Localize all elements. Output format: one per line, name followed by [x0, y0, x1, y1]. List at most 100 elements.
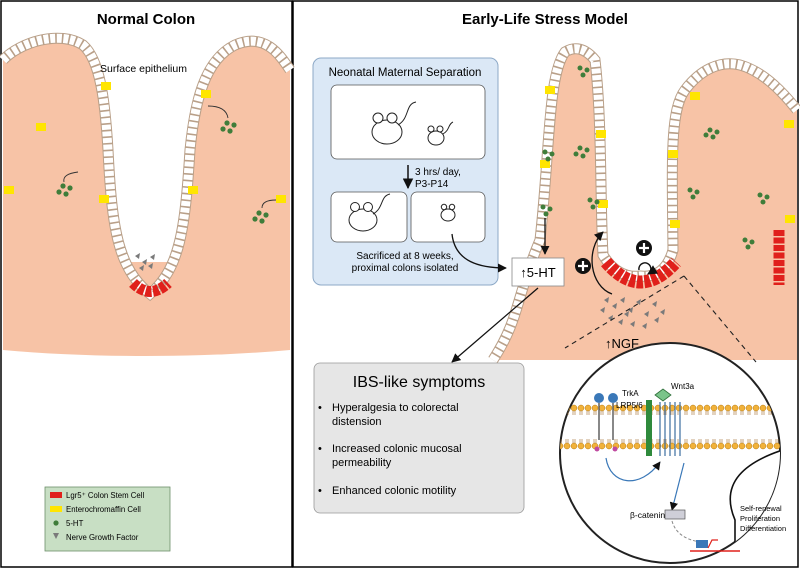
enterochromaffin-cell — [4, 186, 14, 194]
bullet-marker: • — [318, 402, 322, 414]
lipid-head — [619, 442, 627, 450]
lipid-tail — [705, 411, 709, 415]
wnt-to-catenin-arrow — [669, 462, 685, 511]
5ht-granules — [56, 120, 269, 224]
lipid-head — [738, 404, 746, 412]
lipid-tail — [705, 439, 709, 443]
lipid-tail — [670, 439, 674, 443]
lipid-tail — [712, 411, 716, 415]
lipid-tail — [775, 411, 779, 415]
lipid-tail — [726, 439, 730, 443]
cell-membrane — [560, 404, 780, 450]
lipid-tail — [663, 439, 667, 443]
lipid-head — [773, 442, 780, 450]
self-loop-arrow — [638, 262, 659, 275]
lipid-head — [745, 442, 753, 450]
lipid-tail — [600, 411, 604, 415]
lipid-tail — [593, 439, 597, 443]
enterochromaffin-cell — [596, 130, 606, 138]
lipid-tail — [586, 411, 590, 415]
ngf-increase-label: ↑NGF — [605, 336, 639, 351]
protocol-title: Neonatal Maternal Separation — [329, 67, 482, 79]
lipid-head — [682, 404, 690, 412]
surface-epithelium-label: Surface epithelium — [100, 63, 187, 75]
enterochromaffin-cell — [99, 195, 109, 203]
legend-yellow-symbol — [50, 506, 62, 512]
lipid-head — [577, 404, 585, 412]
lipid-tail — [726, 411, 730, 415]
lipid-tail — [775, 439, 779, 443]
beta-catenin-box — [664, 509, 686, 520]
lipid-head — [577, 442, 585, 450]
5ht-granules — [540, 65, 770, 250]
symptom-2-line2: permeability — [332, 457, 392, 469]
enterochromaffin-cell — [276, 195, 286, 203]
lipid-head — [759, 404, 767, 412]
lipid-head — [619, 404, 627, 412]
ngf-particles — [135, 253, 155, 271]
lipid-tail — [600, 439, 604, 443]
bullet-marker: • — [318, 443, 322, 455]
lipid-head — [570, 442, 578, 450]
schedule-line2: P3-P14 — [415, 179, 449, 190]
lipid-head — [717, 442, 725, 450]
legend-label-ngf: Nerve Growth Factor — [66, 533, 139, 542]
lipid-tail — [691, 439, 695, 443]
lipid-head — [717, 404, 725, 412]
legend-red-symbol — [50, 492, 62, 498]
beta-catenin-label: β-catenin — [630, 510, 665, 520]
lipid-head — [626, 404, 634, 412]
lipid-tail — [586, 439, 590, 443]
lipid-head — [626, 442, 634, 450]
lipid-head — [766, 442, 774, 450]
protocol-to-5ht-arrow — [451, 233, 507, 273]
lipid-head — [696, 442, 704, 450]
plus-icon — [578, 261, 588, 271]
stress-colon-crypt-tissue — [493, 48, 797, 360]
lipid-tail — [614, 411, 618, 415]
enterochromaffin-cell — [785, 215, 795, 223]
symptom-3-line1: Enhanced colonic motility — [332, 485, 457, 497]
lipid-tail — [761, 439, 765, 443]
lipid-tail — [747, 411, 751, 415]
lipid-head — [752, 404, 760, 412]
lipid-tail — [712, 439, 716, 443]
bullet-marker: • — [318, 485, 322, 497]
lipid-head — [591, 404, 599, 412]
enterochromaffin-cell — [545, 86, 555, 94]
symptom-1-line2: distension — [332, 416, 382, 428]
lipid-tail — [635, 439, 639, 443]
lipid-head — [560, 442, 564, 450]
legend-label-5ht: 5-HT — [66, 519, 84, 528]
sacrifice-line1: Sacrificed at 8 weeks, — [356, 251, 453, 262]
stress-colon-edge-tissue — [785, 170, 797, 360]
lipid-head — [605, 404, 613, 412]
symptom-1-line1: Hyperalgesia to colorectal — [332, 402, 459, 414]
enterochromaffin-cell — [690, 92, 700, 100]
lipid-head — [773, 404, 780, 412]
enterochromaffin-cell — [36, 123, 46, 131]
lipid-tail — [565, 439, 569, 443]
trka-receptor — [594, 393, 618, 452]
lipid-tail — [560, 411, 562, 415]
schedule-line1: 3 hrs/ day, — [415, 167, 461, 178]
sacrifice-line2: proximal colons isolated — [352, 263, 459, 274]
lipid-tail — [684, 439, 688, 443]
legend-label-ec-cell: Enterochromaffin Cell — [66, 505, 141, 514]
trka-label: TrkA — [622, 389, 639, 398]
lipid-head — [703, 404, 711, 412]
stem-cell-cluster — [129, 278, 172, 297]
lipid-head — [724, 404, 732, 412]
lipid-tail — [754, 439, 758, 443]
5ht-to-symptoms-arrow — [451, 287, 539, 363]
stress-colon-epithelial-cells — [489, 44, 800, 363]
plus-icon — [639, 243, 649, 253]
lipid-head — [689, 442, 697, 450]
enterochromaffin-cell — [101, 82, 111, 90]
lipid-head — [710, 404, 718, 412]
lipid-tail — [628, 411, 632, 415]
lipid-tail — [768, 411, 772, 415]
5ht-increase-label: ↑5-HT — [520, 265, 555, 280]
5ht-increase-box — [511, 257, 565, 287]
